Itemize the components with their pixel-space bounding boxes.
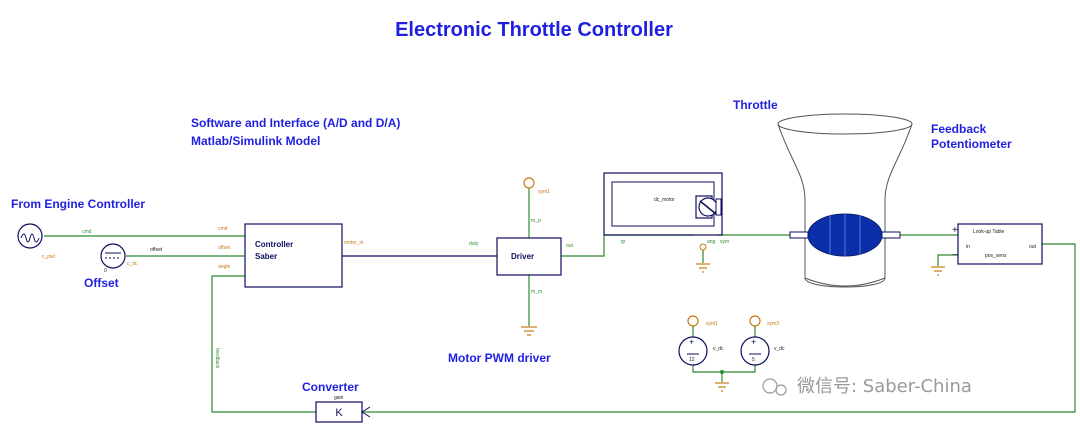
controller-pin-cmd: cmd (218, 226, 228, 232)
sources-junction-dot (720, 370, 724, 374)
dc-source-value: 0 (104, 268, 107, 274)
motor-pwm-annotation: Motor PWM driver (448, 351, 551, 365)
lookup-table-pin-in: in (966, 244, 970, 250)
motor-pin-ang: ang (707, 239, 716, 245)
cmd-wire-label: cmd (82, 229, 92, 235)
offset-wire-label: offset (150, 247, 163, 253)
lookup-plus-sign: + (952, 225, 958, 236)
lookup-table-pin-out: out (1029, 244, 1037, 250)
throttle-plate[interactable] (789, 213, 901, 257)
driver-ground-symbol (521, 326, 537, 336)
software-annotation-line1: Software and Interface (A/D and D/A) (191, 116, 400, 130)
wire-driver-out (561, 234, 694, 257)
gain-symbol: K (335, 407, 343, 419)
sym1-node (687, 315, 699, 327)
feedback-annotation-line1: Feedback (931, 122, 987, 136)
controller-label-line1: Controller (255, 240, 293, 249)
motor-pin-sym: sym (720, 239, 729, 245)
software-annotation-line2: Matlab/Simulink Model (191, 134, 320, 148)
driver-supply-node (523, 177, 535, 189)
voltage-source-2-value: 5 (752, 357, 755, 363)
voltage-source-1-value: 12 (689, 357, 695, 363)
throttle-annotation: Throttle (733, 98, 778, 112)
offset-annotation: Offset (84, 276, 119, 290)
wire-sources-bottom (692, 365, 756, 373)
watermark: 微信号: Saber-China (762, 376, 972, 397)
voltage-source-1-label: v_dc (713, 346, 724, 352)
motor-ground-symbol (696, 263, 710, 273)
driver-block[interactable] (496, 237, 562, 276)
pwl-source[interactable] (17, 223, 43, 249)
lookup-ground-symbol (931, 266, 945, 276)
wire-feedback-return (362, 243, 1076, 413)
driver-pin-duty: duty (469, 241, 479, 247)
motor-label: dc_motor (654, 197, 675, 203)
driver-supply-label: sym1 (538, 189, 550, 195)
lookup-table-block[interactable] (957, 223, 1043, 265)
lookup-minus-sign: − (952, 250, 958, 261)
motor-frame (603, 172, 723, 236)
dc-source-label: c_dc (127, 261, 138, 267)
converter-annotation: Converter (302, 380, 359, 394)
controller-pin-offset: offset (218, 245, 231, 251)
sym3-node (749, 315, 761, 327)
motor-pin-tp: tp (621, 239, 625, 245)
gain-label: gain (334, 395, 344, 401)
dc-motor-symbol[interactable] (695, 195, 722, 219)
controller-label-line2: Saber (255, 252, 277, 261)
sym1-label: sym1 (706, 321, 718, 327)
voltage-source-1[interactable]: + (678, 336, 708, 366)
controller-pin-angle: angle (218, 264, 230, 270)
dc-offset-source[interactable] (100, 243, 126, 269)
driver-pin-out: out (566, 243, 574, 249)
from-engine-annotation: From Engine Controller (11, 197, 145, 211)
svg-text:+: + (751, 337, 756, 347)
page-title: Electronic Throttle Controller (395, 19, 673, 41)
watermark-text: 微信号: Saber-China (797, 376, 972, 397)
pwl-source-label: c_pwl (42, 254, 55, 260)
voltage-source-2-label: v_dc (774, 346, 785, 352)
feedback-wire-label: feedback (214, 348, 220, 369)
svg-text:+: + (689, 337, 694, 347)
motor-supply-node (699, 243, 707, 251)
lookup-table-sublabel: pos_sens (985, 253, 1007, 259)
gain-input-arrow (361, 406, 371, 418)
sources-ground-symbol (715, 382, 729, 392)
driver-pin-mp: m_p (531, 218, 541, 224)
feedback-annotation-line2: Potentiometer (931, 137, 1012, 151)
voltage-source-2[interactable]: + (740, 336, 770, 366)
sym3-label: sym3 (767, 321, 779, 327)
wire-lookup-gnd (937, 254, 958, 266)
lookup-table-label: Look-up Table (973, 229, 1005, 235)
driver-label: Driver (511, 252, 534, 261)
driver-pin-mm: m_m (531, 289, 542, 295)
controller-block[interactable] (244, 223, 343, 288)
controller-pin-motor-in: motor_in (344, 240, 364, 246)
throttle-body (777, 113, 913, 288)
wire-feedback-in (211, 275, 316, 413)
